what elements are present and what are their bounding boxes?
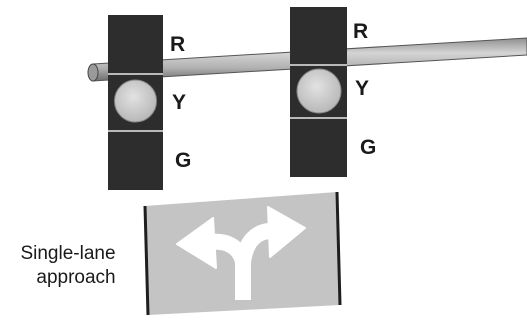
lamp-label-green: G (360, 136, 376, 159)
lamp-label-green: G (175, 149, 191, 172)
caption-line-1: Single-lane (20, 243, 115, 264)
yellow-lamp-lit (297, 69, 341, 113)
yellow-lamp-lit (115, 80, 157, 122)
lamp-label-red: R (353, 20, 368, 43)
lamp-label-red: R (170, 33, 185, 56)
left-signal-head: R Y G (108, 15, 191, 190)
lamp-label-yellow: Y (172, 91, 186, 114)
caption-line-2: approach (36, 267, 115, 288)
lane-use-sign (145, 192, 340, 315)
sign-caption: Single-lane approach (20, 243, 115, 288)
lamp-label-yellow: Y (355, 77, 369, 100)
right-signal-head: R Y G (290, 7, 376, 177)
